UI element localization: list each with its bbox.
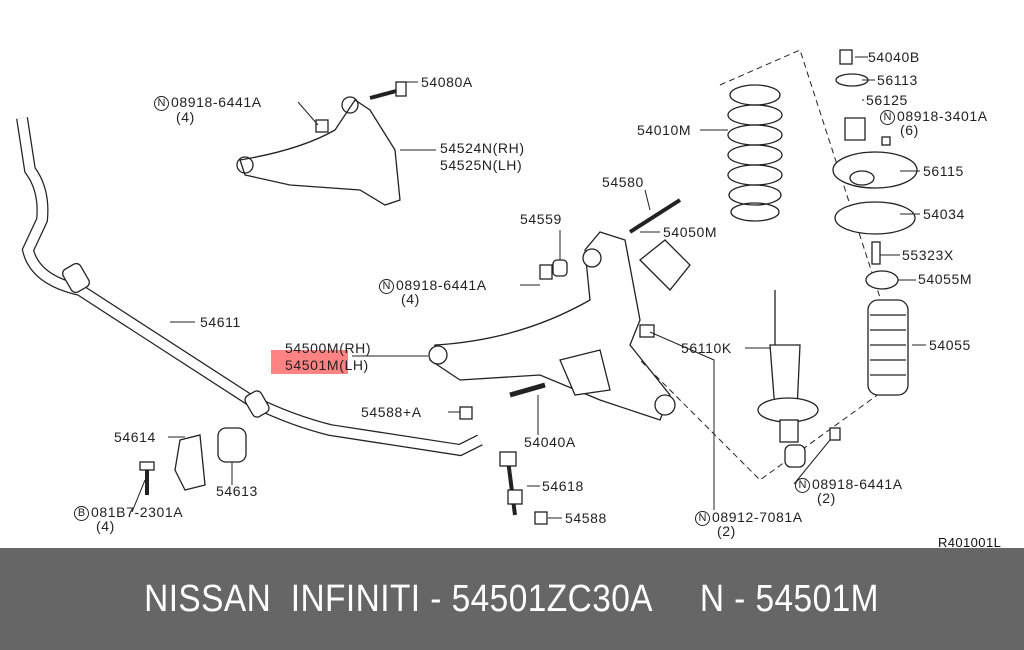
b-marker-icon: B [74, 506, 89, 521]
label-54034[interactable]: 54034 [923, 206, 965, 222]
qty: (2) [717, 523, 736, 539]
upper-arm [239, 99, 401, 206]
label-56115[interactable]: 56115 [923, 163, 964, 179]
qty: (4) [176, 109, 195, 125]
label-54618[interactable]: 54618 [542, 478, 584, 494]
label-54613[interactable]: 54613 [216, 483, 258, 499]
label-54588[interactable]: 54588 [565, 510, 607, 526]
label-54611[interactable]: 54611 [200, 314, 241, 330]
bumper-54050M [639, 239, 691, 291]
label-55323X[interactable]: 55323X [902, 247, 954, 263]
part-number: 08912-7081A [712, 509, 803, 525]
label-54055[interactable]: 54055 [929, 337, 971, 353]
qty: (4) [96, 518, 115, 534]
strut-56110K [769, 290, 801, 411]
label-56125[interactable]: 56125 [866, 92, 908, 108]
bracket-54614 [174, 434, 206, 491]
label-54500M[interactable]: 54500M(RH) [285, 340, 372, 356]
part-number: 081B7-2301A [91, 504, 184, 520]
label-54580[interactable]: 54580 [602, 174, 644, 190]
label-56110K[interactable]: 56110K [681, 340, 732, 356]
label-54525N[interactable]: 54525N(LH) [440, 157, 523, 173]
highlight-marker [271, 350, 348, 374]
label-54559[interactable]: 54559 [520, 211, 562, 227]
label-54055M[interactable]: 54055M [918, 271, 973, 287]
label-56113[interactable]: 56113 [877, 72, 918, 88]
label-54501M[interactable]: 54501M(LH) [285, 357, 369, 373]
part-number: 08918-6441A [171, 94, 262, 110]
label-54080A[interactable]: 54080A [421, 74, 473, 90]
n-marker-icon: N [379, 279, 394, 294]
n-marker-icon: N [880, 110, 895, 125]
label-54588A[interactable]: 54588+A [361, 404, 422, 420]
lower-arm-54501M [429, 231, 671, 421]
label-54040B[interactable]: 54040B [868, 49, 920, 65]
banner-text: NISSAN INFINITI - 54501ZC30A N - 54501M [144, 577, 880, 620]
n-marker-icon: N [795, 478, 810, 493]
label-54524N[interactable]: 54524N(RH) [440, 140, 525, 156]
n-marker-icon: N [154, 96, 169, 111]
n-marker-icon: N [695, 511, 710, 526]
part-number: 08918-3401A [897, 108, 988, 124]
part-banner: NISSAN INFINITI - 54501ZC30A N - 54501M [0, 548, 1024, 650]
label-54050M[interactable]: 54050M [663, 224, 718, 240]
coil-spring-54010M [727, 84, 783, 222]
side: (LH) [339, 357, 369, 373]
parts-diagram [16, 49, 926, 525]
qty: (2) [817, 490, 836, 506]
bushing-54613 [217, 427, 247, 463]
diagram-code: R401001L [938, 535, 1002, 550]
part-number: 08918-6441A [396, 277, 487, 293]
label-54040A[interactable]: 54040A [524, 434, 576, 450]
dust-boot-54055 [867, 299, 909, 396]
part-number: 54501M [285, 357, 340, 373]
label-54614[interactable]: 54614 [114, 429, 156, 445]
part-number: 08918-6441A [812, 476, 903, 492]
label-54010M[interactable]: 54010M [637, 122, 692, 138]
qty: (6) [900, 122, 919, 138]
qty: (4) [401, 291, 420, 307]
